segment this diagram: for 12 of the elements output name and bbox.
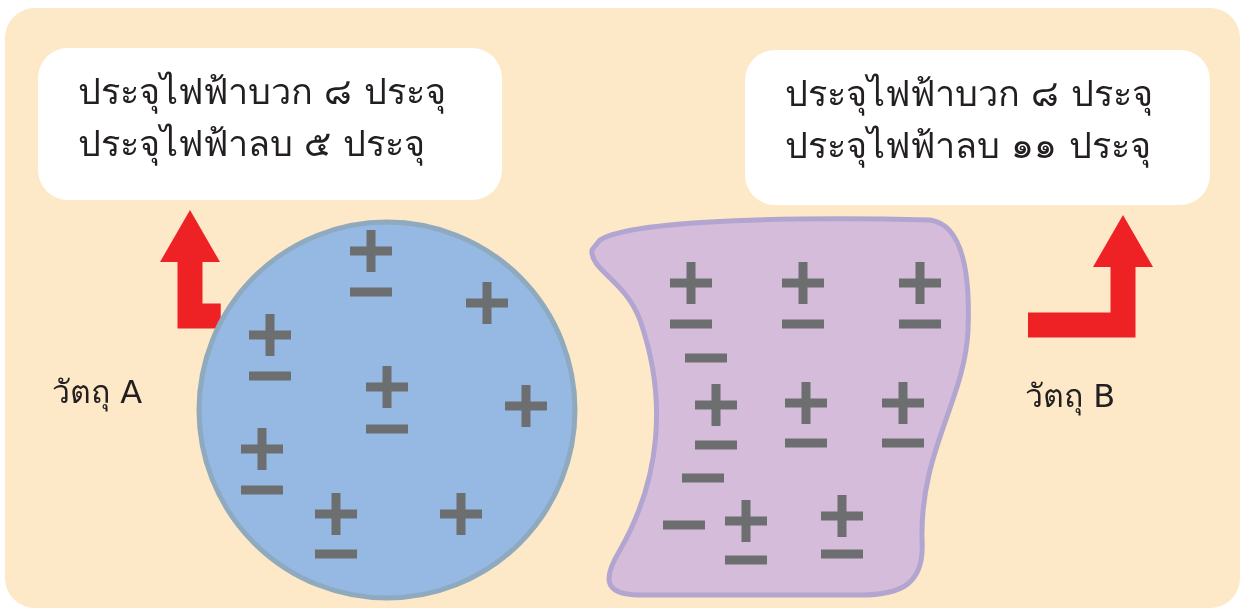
object-label: วัตถุ A [52,372,143,414]
text-box [38,48,502,200]
charge-count-text: ประจุไฟฟ้าลบ ๕ ประจุ [78,122,426,168]
arrow [160,210,221,329]
charge-count-text: ประจุไฟฟ้าบวก ๘ ประจุ [78,70,447,116]
cloth-shape [588,214,972,600]
text-box [745,50,1210,205]
arrow [1028,215,1153,338]
charge-count-text: ประจุไฟฟ้าลบ ๑๑ ประจุ [785,124,1152,170]
charge-count-text: ประจุไฟฟ้าบวก ๘ ประจุ [785,72,1154,118]
sphere-shape [196,219,578,601]
object-label: วัตถุ B [1025,376,1116,418]
